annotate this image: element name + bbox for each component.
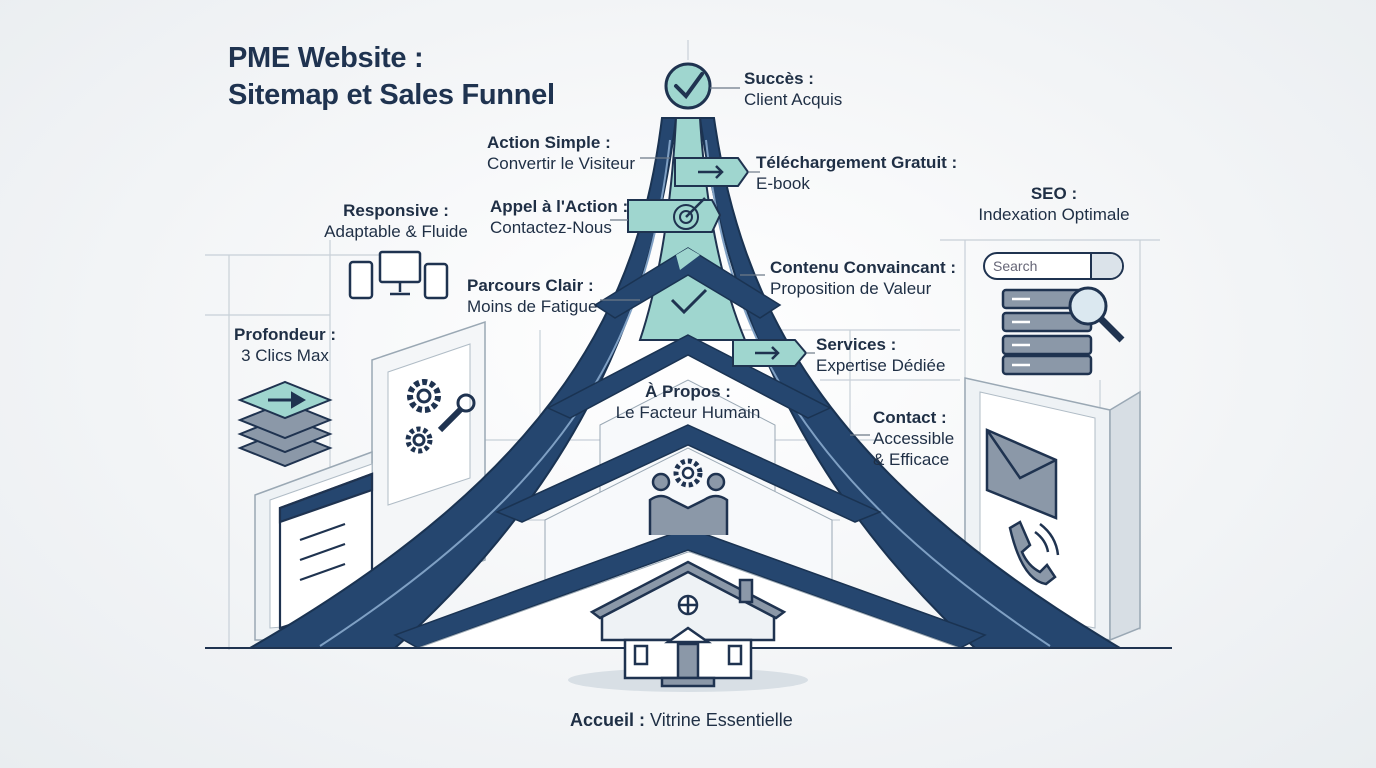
search-bar[interactable]	[983, 252, 1124, 280]
label-heading: Appel à l'Action :	[490, 197, 629, 216]
search-input[interactable]	[993, 254, 1085, 278]
layers-arrow-icon	[237, 380, 333, 468]
label-heading: Contact :	[873, 408, 947, 427]
label-detail: Adaptable & Fluide	[324, 222, 468, 241]
label-accueil: Accueil : Vitrine Essentielle	[570, 710, 793, 731]
label-detail-2: & Efficace	[873, 450, 950, 469]
house-icon	[589, 560, 787, 688]
label-heading: Responsive :	[343, 201, 449, 220]
label-profondeur: Profondeur : 3 Clics Max	[220, 324, 350, 366]
label-detail-1: Accessible	[873, 429, 955, 448]
label-succes: Succès : Client Acquis	[744, 68, 842, 110]
label-detail: Contactez-Nous	[490, 218, 612, 237]
gears-wrench-icon	[405, 379, 476, 454]
server-icon	[1001, 288, 1093, 376]
label-detail: Indexation Optimale	[978, 205, 1130, 224]
title-line-2: Sitemap et Sales Funnel	[228, 79, 555, 111]
label-heading: Téléchargement Gratuit :	[756, 153, 958, 172]
label-detail: 3 Clics Max	[241, 346, 329, 365]
label-heading: Succès :	[744, 69, 814, 88]
arrow-right-icon	[674, 157, 750, 187]
label-contenu: Contenu Convaincant : Proposition de Val…	[770, 257, 956, 299]
label-action-simple: Action Simple : Convertir le Visiteur	[487, 132, 635, 174]
label-heading: Services :	[816, 335, 897, 354]
label-detail: Le Facteur Humain	[615, 403, 761, 422]
devices-icon	[348, 250, 449, 300]
label-heading: Action Simple :	[487, 133, 611, 152]
label-detail: Vitrine Essentielle	[650, 710, 793, 730]
phone-icon	[1008, 520, 1060, 586]
label-detail: E-book	[756, 174, 810, 193]
label-detail: Proposition de Valeur	[770, 279, 932, 298]
label-detail: Moins de Fatigue	[467, 297, 598, 316]
handshake-icon	[648, 458, 729, 535]
label-detail: Client Acquis	[744, 90, 843, 109]
label-heading: Contenu Convaincant :	[770, 258, 957, 277]
tier-checkmark-icon	[670, 288, 708, 315]
label-detail: Convertir le Visiteur	[487, 154, 636, 173]
label-heading: Parcours Clair :	[467, 276, 594, 295]
label-heading: Profondeur :	[234, 325, 336, 344]
label-heading: À Propos :	[645, 382, 731, 401]
envelope-icon	[985, 428, 1058, 520]
label-appel-action: Appel à l'Action : Contactez-Nous	[490, 196, 628, 238]
title-line-1: PME Website :	[228, 42, 424, 74]
label-heading: Accueil :	[570, 710, 646, 730]
search-button[interactable]	[1090, 254, 1122, 278]
page-title: PME Website : Sitemap et Sales Funnel	[228, 40, 555, 114]
label-services: Services : Expertise Dédiée	[816, 334, 945, 376]
services-arrow-icon	[732, 339, 808, 367]
label-telechargement: Téléchargement Gratuit : E-book	[756, 152, 957, 194]
checkmark-icon	[664, 62, 712, 110]
label-a-propos: À Propos : Le Facteur Humain	[608, 381, 768, 423]
target-icon	[627, 197, 722, 233]
label-responsive: Responsive : Adaptable & Fluide	[316, 200, 476, 242]
label-parcours: Parcours Clair : Moins de Fatigue	[467, 275, 597, 317]
leader-lines	[600, 87, 870, 436]
label-seo: SEO : Indexation Optimale	[968, 183, 1140, 225]
label-heading: SEO :	[1030, 184, 1078, 203]
label-contact: Contact : Accessible & Efficace	[873, 407, 954, 470]
magnifier-icon	[1068, 286, 1125, 343]
label-detail: Expertise Dédiée	[816, 356, 946, 375]
